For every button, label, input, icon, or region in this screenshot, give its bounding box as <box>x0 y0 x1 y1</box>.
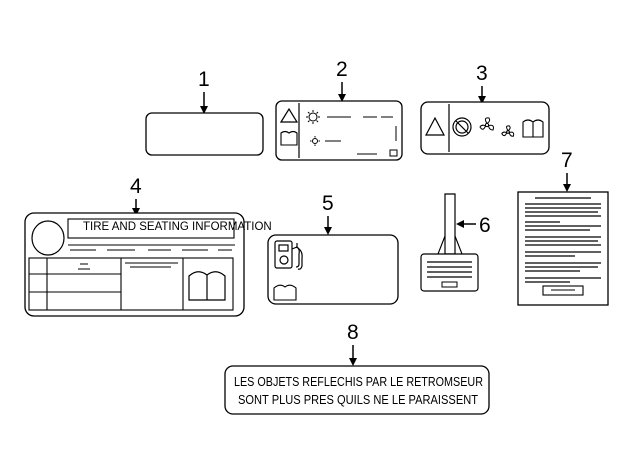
label-8-line-1: LES OBJETS REFLECHIS PAR LE RETROMSEUR <box>234 375 483 389</box>
small-box-icon <box>389 149 398 157</box>
callout-1: 1 <box>198 68 210 91</box>
label-4-title-box <box>67 218 235 239</box>
arrowhead-6 <box>456 220 464 228</box>
label-6-hanger-neck <box>437 235 463 255</box>
sun-small-icon <box>310 136 320 146</box>
callout-3: 3 <box>476 62 488 85</box>
warning-triangle-icon <box>425 116 445 136</box>
label-8-line-2: SONT PLUS PRES QUILS NE LE PARAISSENT <box>238 393 478 407</box>
warning-triangle-icon <box>279 107 299 123</box>
label-2 <box>275 100 403 161</box>
manual-book-icon <box>280 130 298 146</box>
label-4-title: TIRE AND SEATING INFORMATION <box>83 221 272 233</box>
no-symbol-icon <box>452 117 472 137</box>
arrowhead-1 <box>200 106 208 114</box>
arrowhead-7 <box>563 184 571 192</box>
label-7-text-lines <box>525 197 601 283</box>
manual-book-icon <box>273 284 297 301</box>
label-7-group: 7 <box>517 149 609 306</box>
callout-6: 6 <box>479 214 491 237</box>
label-8 <box>224 365 490 415</box>
label-2-group: 2 <box>275 58 403 161</box>
arrowhead-2 <box>338 94 346 102</box>
small-box-icon <box>542 285 584 296</box>
label-5-group: 5 <box>267 192 399 305</box>
label-3-group: 3 <box>420 62 550 155</box>
label-1-group: 1 <box>145 68 264 156</box>
arrowhead-5 <box>324 227 332 235</box>
tire-circle-icon <box>31 220 65 256</box>
manual-book-icon <box>188 271 226 301</box>
label-6-hanger <box>444 193 456 255</box>
arrowhead-3 <box>478 96 486 104</box>
callout-4: 4 <box>130 175 142 198</box>
label-4-group: 4 TIRE AND SEATING INFORMATION <box>24 175 272 317</box>
label-4-table <box>28 257 234 311</box>
fan-icon <box>479 117 494 131</box>
sun-icon <box>306 110 320 124</box>
label-8-group: 8 LES OBJETS REFLECHIS PAR LE RETROMSEUR… <box>224 321 490 415</box>
manual-book-icon <box>522 119 544 138</box>
label-7 <box>517 191 609 306</box>
small-box-icon <box>441 281 458 288</box>
fuel-pump-icon <box>274 240 303 270</box>
callout-5: 5 <box>322 192 334 215</box>
callout-7: 7 <box>561 149 573 172</box>
label-6-group: 6 <box>420 193 491 292</box>
label-5 <box>267 234 399 305</box>
callout-8: 8 <box>347 321 359 344</box>
callout-2: 2 <box>336 58 348 81</box>
fan-small-icon <box>501 125 515 137</box>
arrowhead-4 <box>132 208 140 216</box>
label-1 <box>145 112 264 156</box>
arrowhead-8 <box>349 358 357 366</box>
